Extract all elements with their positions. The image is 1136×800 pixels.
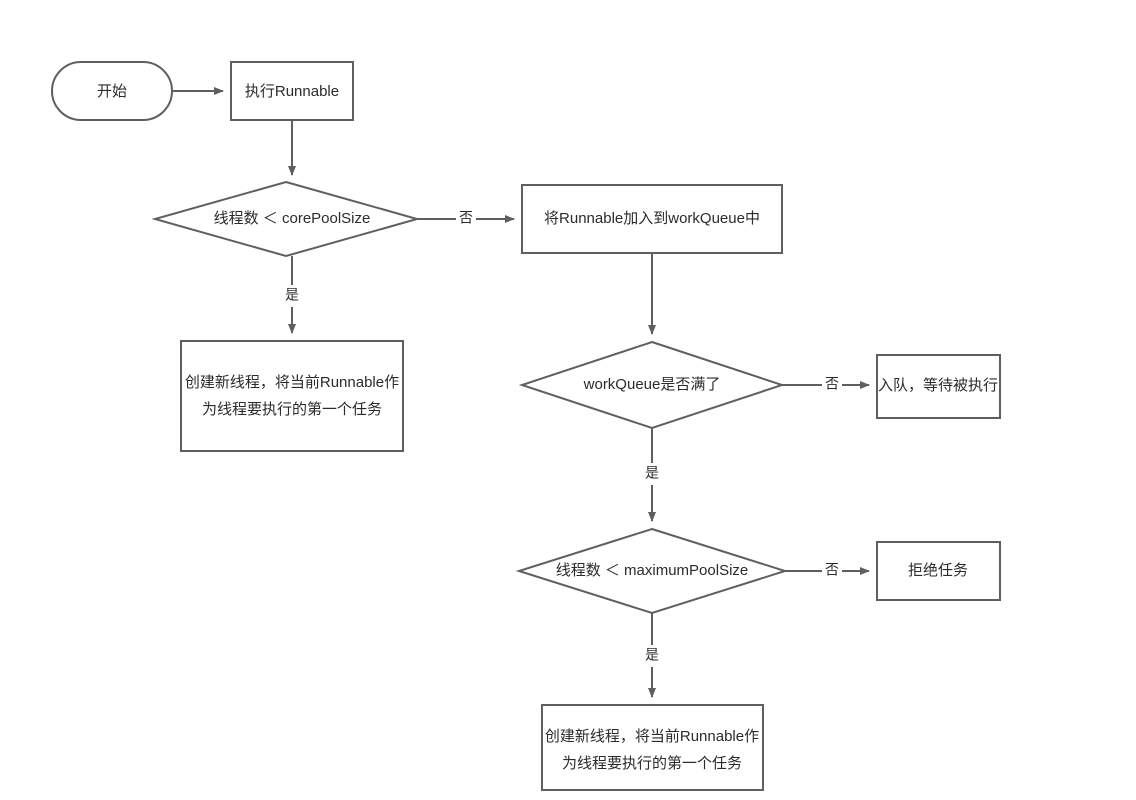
create-thread-left-shape <box>180 340 404 452</box>
node-maximum-pool-size-check[interactable]: 线程数 ＜ maximumPoolSize <box>515 527 789 615</box>
node-workqueue-full-check[interactable]: workQueue是否满了 <box>518 340 786 430</box>
create-thread-left-label-line2: 为线程要执行的第一个任务 <box>202 400 382 418</box>
workqueue-full-check-label: workQueue是否满了 <box>583 376 721 393</box>
node-execute-runnable[interactable]: 执行Runnable <box>230 61 354 121</box>
execute-runnable-label: 执行Runnable <box>245 83 339 100</box>
core-pool-size-check-shape <box>151 180 421 258</box>
node-start[interactable]: 开始 <box>51 61 173 121</box>
workqueue-full-check-shape <box>518 340 786 430</box>
create-thread-bottom-label-line2: 为线程要执行的第一个任务 <box>562 754 742 772</box>
node-add-to-workqueue[interactable]: 将Runnable加入到workQueue中 <box>521 184 783 254</box>
edge-label-max-check-yes: 是 <box>645 647 659 663</box>
node-reject-task[interactable]: 拒绝任务 <box>876 541 1001 601</box>
add-to-workqueue-label: 将Runnable加入到workQueue中 <box>544 210 760 227</box>
edge-label-max-check-no: 否 <box>825 562 839 578</box>
edge-label-bg-max-no <box>822 560 842 582</box>
reject-task-label: 拒绝任务 <box>908 562 968 579</box>
edge-label-bg-max-yes <box>642 645 662 667</box>
edge-label-core-check-no: 否 <box>459 210 473 226</box>
core-pool-size-check-label: 线程数 ＜ corePoolSize <box>214 210 371 227</box>
edge-label-bg-full-no <box>822 374 842 396</box>
create-thread-bottom-label-line1: 创建新线程，将当前Runnable作 <box>545 728 759 745</box>
edge-label-bg-core-yes <box>282 285 302 307</box>
create-thread-bottom-shape <box>541 704 764 791</box>
node-core-pool-size-check[interactable]: 线程数 ＜ corePoolSize <box>151 180 421 258</box>
node-create-thread-bottom[interactable]: 创建新线程，将当前Runnable作 为线程要执行的第一个任务 <box>541 704 764 791</box>
start-shape <box>51 61 173 121</box>
reject-task-shape <box>876 541 1001 601</box>
maximum-pool-size-check-shape <box>515 527 789 615</box>
edge-label-group: 否 是 否 是 否 是 <box>282 208 842 667</box>
edge-label-bg-core-no <box>456 208 476 230</box>
edge-label-core-check-yes: 是 <box>285 287 299 303</box>
execute-runnable-shape <box>230 61 354 121</box>
edge-label-bg-full-yes <box>642 463 662 485</box>
add-to-workqueue-shape <box>521 184 783 254</box>
edge-label-full-check-yes: 是 <box>645 465 659 481</box>
create-thread-left-label-line1: 创建新线程，将当前Runnable作 <box>185 374 399 391</box>
edge-label-full-check-no: 否 <box>825 376 839 392</box>
enqueue-wait-shape <box>876 354 1001 419</box>
maximum-pool-size-check-label: 线程数 ＜ maximumPoolSize <box>556 562 749 579</box>
start-label: 开始 <box>97 83 127 100</box>
enqueue-wait-label: 入队，等待被执行 <box>878 376 998 394</box>
node-enqueue-wait[interactable]: 入队，等待被执行 <box>876 354 1001 419</box>
node-create-thread-left[interactable]: 创建新线程，将当前Runnable作 为线程要执行的第一个任务 <box>180 340 404 452</box>
